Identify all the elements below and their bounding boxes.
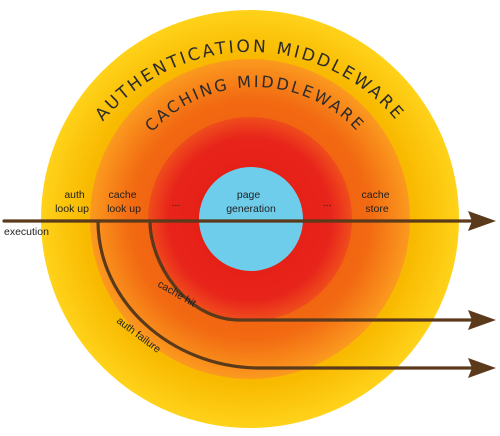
auth-look-up-label-line2: look up bbox=[55, 203, 89, 215]
page-generation-label-line1: page bbox=[237, 189, 261, 201]
cache-look-up-label-line1: cache bbox=[109, 189, 137, 201]
cache-hit-arrow-line bbox=[148, 219, 474, 322]
cache-store-label-line1: cache bbox=[362, 189, 390, 201]
ellipsis-right: ... bbox=[323, 197, 332, 209]
ellipsis-left: ... bbox=[172, 197, 181, 209]
auth-look-up-label-line1: auth bbox=[64, 189, 85, 201]
cache-store-label-line2: store bbox=[365, 203, 389, 215]
auth-look-up-label: auth look up bbox=[55, 189, 89, 215]
cache-look-up-label: cache look up bbox=[107, 189, 141, 215]
cache-look-up-label-line2: look up bbox=[107, 203, 141, 215]
cache-hit-arrow-head bbox=[468, 310, 496, 330]
auth-failure-arrow-head bbox=[468, 358, 496, 378]
auth-failure-arrow-line bbox=[96, 219, 474, 370]
execution-arrow-head bbox=[468, 211, 496, 231]
page-generation-label-line2: generation bbox=[226, 203, 276, 215]
cache-store-label: cache store bbox=[362, 189, 393, 215]
execution-label: execution bbox=[4, 226, 49, 238]
page-generation-label: page generation bbox=[226, 189, 276, 215]
page-generation-core bbox=[199, 167, 303, 271]
